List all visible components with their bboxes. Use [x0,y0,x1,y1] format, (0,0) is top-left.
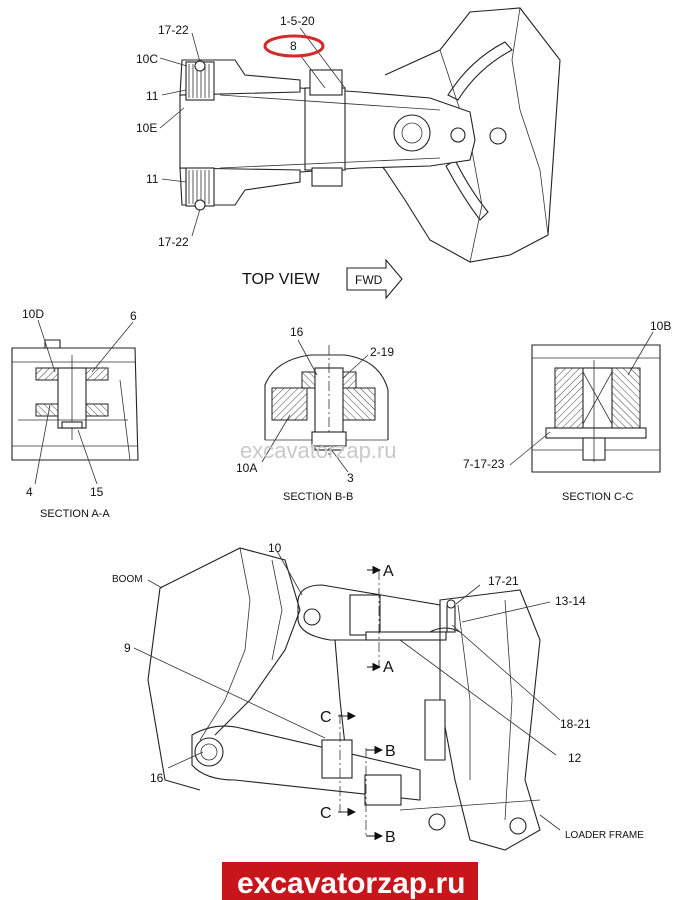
brand-banner: excavatorzap.ru [222,862,478,900]
section-mark-b-bottom: B [385,829,396,846]
section-mark-b-top: B [385,743,396,760]
callout-17-22-top: 17-22 [158,23,189,37]
fwd-label: FWD [355,273,383,287]
callout-10b: 10B [650,319,671,333]
callout-13-14: 13-14 [555,594,586,608]
section-c-c: 10B 7-17-23 SECTION C-C [463,319,671,503]
callout-11-top: 11 [146,89,159,103]
loader-frame-label: LOADER FRAME [565,830,644,841]
thread-marks [188,64,210,204]
callout-7-17-23: 7-17-23 [463,457,505,471]
callout-8: 8 [290,39,297,53]
callout-16-section: 16 [290,325,304,339]
section-c-title: SECTION C-C [562,491,634,503]
callout-16-side: 16 [150,771,164,785]
callout-18-21: 18-21 [560,717,591,731]
section-b-b: 16 2-19 10A 3 SECTION B-B [236,325,394,503]
top-view-title: TOP VIEW [242,271,321,288]
callout-10d: 10D [22,307,44,321]
section-mark-c-bottom: C [320,805,332,822]
callout-15: 15 [90,485,104,499]
callout-10c: 10C [136,52,158,66]
boom-label: BOOM [112,574,143,585]
section-mark-a-top: A [383,563,394,580]
section-b-title: SECTION B-B [283,491,353,503]
callout-17-22-bottom: 17-22 [158,235,189,249]
callout-10: 10 [268,541,282,555]
callout-11-bottom: 11 [146,172,159,186]
watermark: excavatorzap.ru [240,438,397,463]
callout-10e: 10E [136,121,157,135]
fwd-arrow [346,258,403,300]
highlight-circle [263,34,325,58]
section-mark-a-bottom: A [383,659,394,676]
brand-banner-text: excavatorzap.ru [237,867,465,900]
side-view: BOOM LOADER FRAME 10 9 16 17-21 13-14 18… [112,541,644,851]
callout-6: 6 [130,309,137,323]
top-view: 17-22 10C 11 10E 11 17-22 1-5-20 8 TOP V… [136,7,561,300]
section-mark-c-top: C [320,709,332,726]
section-a-title: SECTION A-A [40,508,110,520]
callout-9: 9 [124,641,131,655]
callout-3: 3 [347,471,354,485]
callout-1-5-20: 1-5-20 [280,14,315,28]
section-a-a: 10D 6 4 15 SECTION A-A [11,307,139,520]
callout-2-19: 2-19 [370,345,394,359]
callout-12: 12 [568,751,582,765]
callout-4: 4 [26,485,33,499]
callout-17-21: 17-21 [488,574,519,588]
callout-10a: 10A [236,461,257,475]
